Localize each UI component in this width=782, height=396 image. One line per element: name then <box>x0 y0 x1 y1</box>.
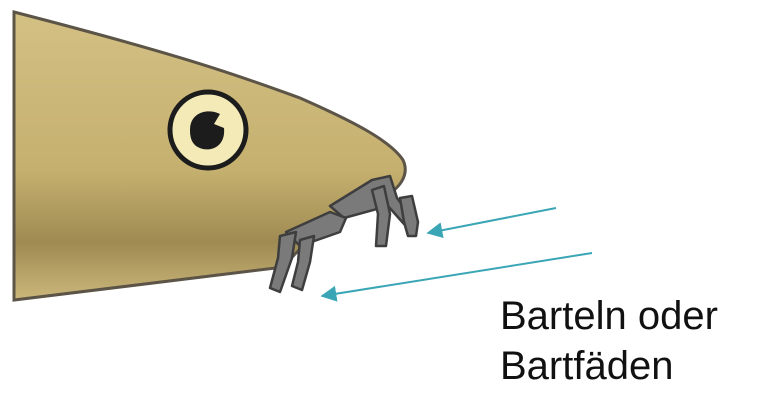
arrow-icon <box>428 208 556 233</box>
barbel-label-line-1: Barteln oder <box>500 293 718 339</box>
eye-icon <box>170 92 246 168</box>
barbel-label-line-2: Bartfäden <box>500 343 673 389</box>
arrow-icon <box>322 253 592 296</box>
